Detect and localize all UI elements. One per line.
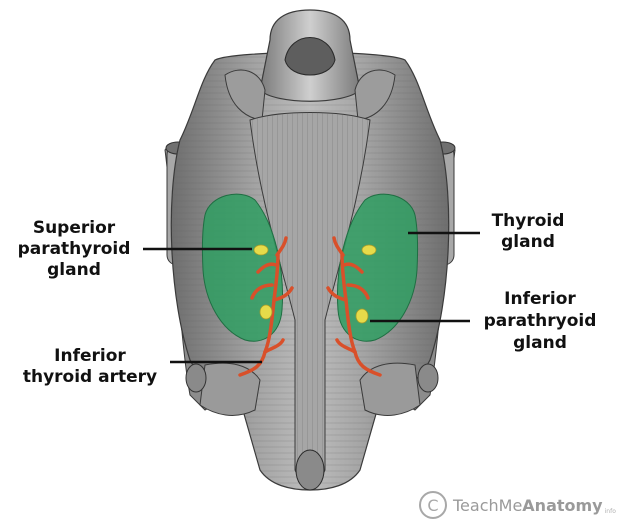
label-thyroid-gland: Thyroid gland bbox=[492, 211, 565, 252]
label-thyroid-gland-line2: gland bbox=[501, 232, 555, 252]
inferior-parathyroid-left bbox=[259, 304, 273, 320]
label-superior-parathyroid-line2: parathyroid bbox=[18, 239, 131, 259]
label-inferior-parathyroid-line3: gland bbox=[513, 333, 567, 353]
label-superior-parathyroid: Superior parathyroid gland bbox=[18, 218, 131, 280]
superior-parathyroid-left bbox=[253, 244, 269, 256]
label-inferior-parathyroid-line1: Inferior bbox=[504, 289, 576, 309]
label-inferior-parathyroid: Inferior parathryoid gland bbox=[484, 289, 597, 353]
parathyroid-glands bbox=[253, 244, 377, 324]
label-inferior-thyroid-artery: Inferior thyroid artery bbox=[23, 346, 157, 387]
inferior-parathyroid-right bbox=[355, 308, 369, 324]
inferior-thyroid-arteries bbox=[238, 236, 382, 377]
label-inferior-parathyroid-line2: parathryoid bbox=[484, 311, 597, 331]
thyroid-lobe-right bbox=[337, 193, 419, 342]
leader-lines bbox=[143, 231, 480, 364]
thyroid-lobes bbox=[201, 193, 419, 342]
label-inferior-thyroid-artery-line2: thyroid artery bbox=[23, 367, 157, 387]
superior-parathyroid-right bbox=[361, 244, 377, 256]
copyright-symbol: C bbox=[427, 496, 438, 515]
label-superior-parathyroid-line1: Superior bbox=[33, 218, 116, 238]
copyright-icon bbox=[419, 491, 447, 519]
thyroid-lobe-left bbox=[201, 193, 283, 342]
label-thyroid-gland-line1: Thyroid bbox=[492, 211, 565, 231]
label-inferior-thyroid-artery-line1: Inferior bbox=[54, 346, 126, 366]
label-superior-parathyroid-line3: gland bbox=[47, 260, 101, 280]
pharynx-and-esophagus bbox=[164, 9, 456, 491]
